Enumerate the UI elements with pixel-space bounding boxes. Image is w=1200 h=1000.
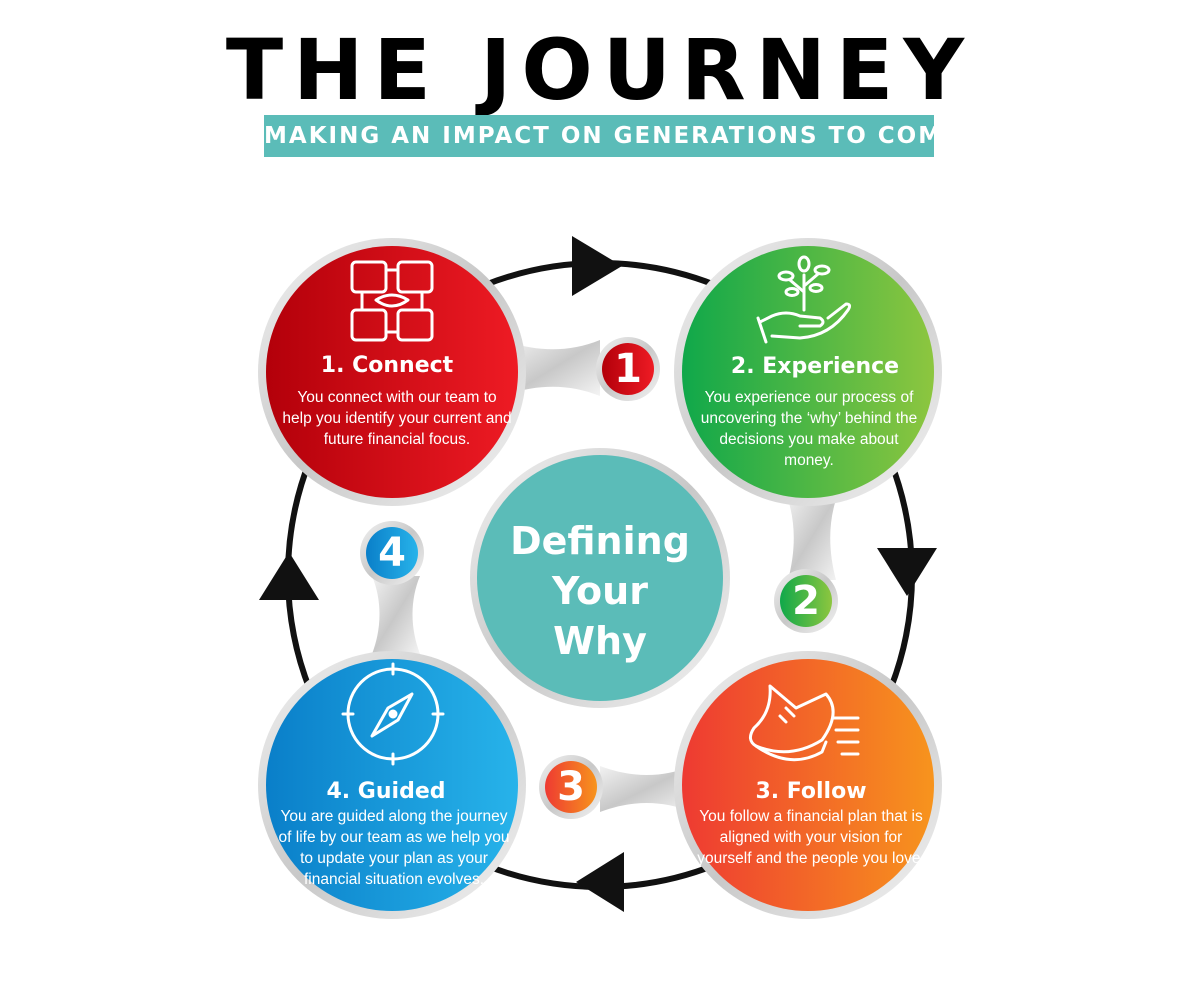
tree-in-hand-icon <box>756 255 852 344</box>
badge-4-number: 4 <box>378 530 406 576</box>
stage-2-circle <box>682 246 934 498</box>
page-title: THE JOURNEY <box>225 21 975 119</box>
badge-2 <box>780 575 832 627</box>
center-circle <box>477 455 723 701</box>
stage-1-circle <box>266 246 518 498</box>
stage-3-title: 3. Follow <box>755 779 867 804</box>
connector-2 <box>786 494 838 580</box>
center-line-2: Your <box>552 569 648 613</box>
handshake-circle-icon <box>350 260 434 342</box>
stage-1-title: 1. Connect <box>320 353 454 378</box>
stage-1-description: You connect with our team to help you id… <box>282 389 512 448</box>
connector-1b <box>508 340 600 396</box>
badge-3 <box>545 761 597 813</box>
arrow-up-icon <box>259 552 319 600</box>
connector-3 <box>600 766 692 812</box>
badge-2-number: 2 <box>792 578 820 624</box>
arrow-right-icon <box>572 236 622 296</box>
stage-3-circle <box>682 659 934 911</box>
stage-2-description: You experience our process of uncovering… <box>700 389 918 469</box>
center-line-1: Defining <box>510 519 690 563</box>
stage-2-title: 2. Experience <box>730 354 900 379</box>
connector-4 <box>372 576 420 654</box>
badge-1-number: 1 <box>614 346 642 392</box>
stage-4-circle <box>266 659 518 911</box>
stage-4-title: 4. Guided <box>326 779 446 804</box>
arrow-left-icon <box>576 852 624 912</box>
subtitle-banner: MAKING AN IMPACT ON GENERATIONS TO COME <box>264 115 959 157</box>
compass-icon <box>341 662 445 766</box>
stage-3-description: You follow a financial plan that is alig… <box>697 808 925 867</box>
arrow-down-icon <box>877 548 937 596</box>
badge-4 <box>366 527 418 579</box>
badge-1 <box>602 343 654 395</box>
center-label: Defining Your Why <box>470 516 730 666</box>
running-shoe-icon <box>749 684 860 762</box>
stage-4-description: You are guided along the journey of life… <box>278 808 510 888</box>
badge-3-number: 3 <box>557 764 585 810</box>
center-line-3: Why <box>553 619 647 663</box>
